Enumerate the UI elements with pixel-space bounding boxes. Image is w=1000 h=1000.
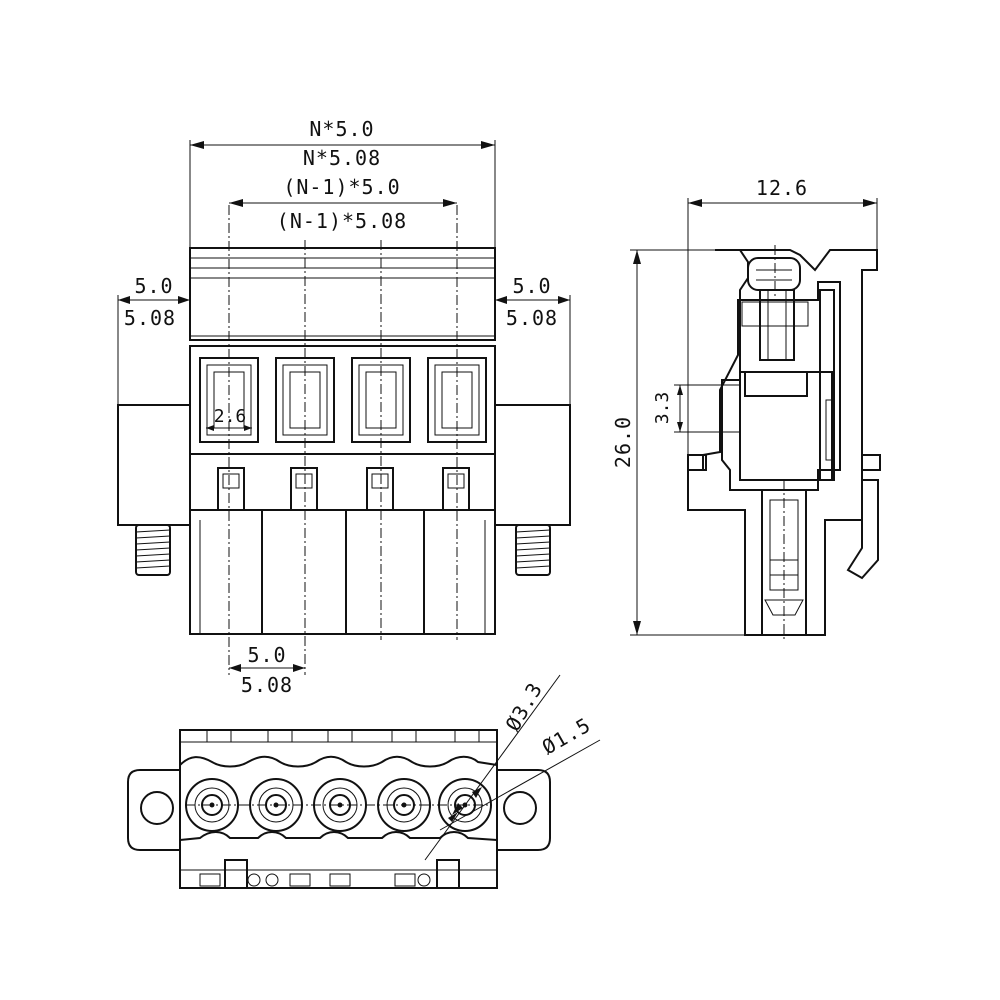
top-rail <box>189 247 496 341</box>
dim-opening: 3.3 <box>652 384 740 433</box>
depth-label: 12.6 <box>756 176 808 200</box>
left-flange-label-b: 5.08 <box>124 306 176 330</box>
dim-pitch-total: (N-1)*5.0 (N-1)*5.08 <box>229 175 457 233</box>
pitch-label-a: 5.0 <box>247 643 286 667</box>
right-flange-label-b: 5.08 <box>506 306 558 330</box>
opening-label: 3.3 <box>652 392 673 425</box>
right-flange-label-a: 5.0 <box>512 274 551 298</box>
pole-centerlines <box>228 205 458 675</box>
side-cavity <box>721 281 841 491</box>
terminal-body <box>189 345 496 455</box>
bottom-view: Ø3.3 Ø1.5 <box>127 674 601 889</box>
hole-inner-label: Ø1.5 <box>538 713 595 760</box>
height-label: 26.0 <box>611 416 635 468</box>
dim-slot-width: 2.6 <box>206 406 252 431</box>
dim-height: 26.0 <box>611 249 745 636</box>
bottom-body <box>179 729 498 889</box>
hole-3 <box>313 778 367 832</box>
total-width-label-a: N*5.0 <box>309 117 374 141</box>
latches <box>217 467 470 511</box>
screw-openings <box>199 357 487 443</box>
hole-outer-label: Ø3.3 <box>501 678 548 735</box>
side-pin <box>761 480 807 640</box>
side-latch <box>846 479 879 580</box>
slot-width-label: 2.6 <box>214 406 247 427</box>
right-flange <box>494 404 571 526</box>
dim-total-width: N*5.0 N*5.08 <box>189 117 496 248</box>
left-ear <box>127 769 180 851</box>
pitch-total-label-b: (N-1)*5.08 <box>277 209 407 233</box>
pitch-total-label-a: (N-1)*5.0 <box>283 175 400 199</box>
left-flange <box>117 404 191 526</box>
dim-depth: 12.6 <box>687 176 878 455</box>
right-flange-screw <box>515 524 551 576</box>
front-view: N*5.0 N*5.08 (N-1)*5.0 (N-1)*5.08 5.0 5.… <box>117 117 571 697</box>
dim-right-flange: 5.0 5.08 <box>495 274 571 405</box>
total-width-label-b: N*5.08 <box>303 146 381 170</box>
left-flange-label-a: 5.0 <box>134 274 173 298</box>
side-clamp <box>739 289 835 481</box>
pitch-label-b: 5.08 <box>241 673 293 697</box>
plug-body <box>189 509 496 635</box>
side-screw <box>741 245 809 361</box>
left-flange-screw <box>135 524 171 576</box>
side-view: 12.6 26.0 3.3 <box>611 176 881 640</box>
right-ear <box>497 769 551 851</box>
dim-left-flange: 5.0 5.08 <box>117 274 190 405</box>
dim-pitch: 5.0 5.08 <box>229 643 305 697</box>
